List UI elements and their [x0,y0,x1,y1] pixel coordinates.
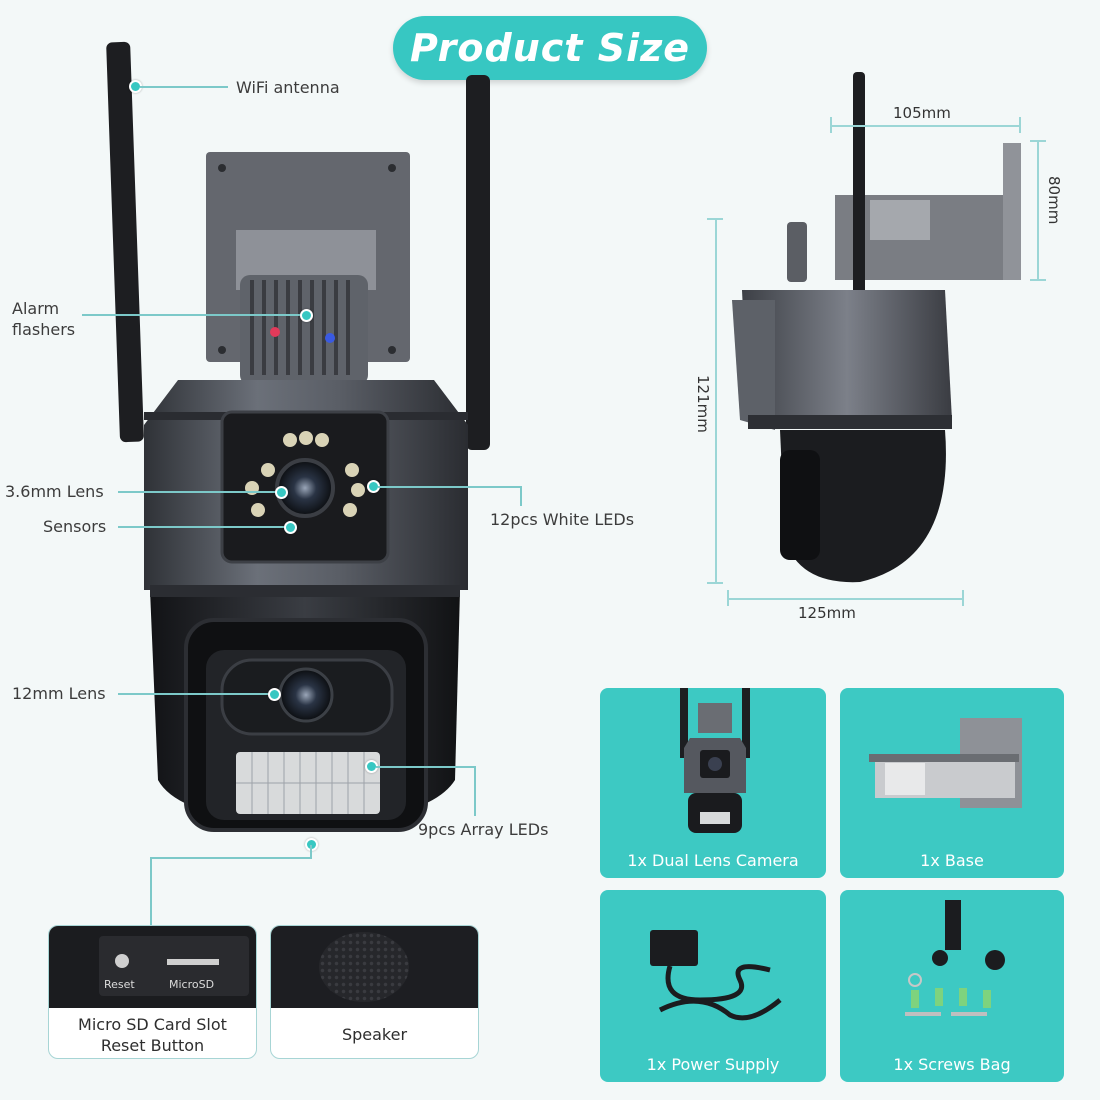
camera-side-illustration [732,72,1021,583]
detail-speaker-text: Speaker [341,1025,408,1044]
speaker-grill-icon [319,932,409,1002]
label-3-6mm-lens: 3.6mm Lens [5,482,104,501]
package-label: 1x Power Supply [646,1055,780,1074]
package-label: 1x Dual Lens Camera [627,851,799,870]
package-label: 1x Screws Bag [893,1055,1011,1074]
dimension-height-body: 121mm [694,375,712,433]
dimension-tick [1019,117,1021,133]
package-card-camera: 1x Dual Lens Camera [600,688,826,878]
dimension-width-bottom: 125mm [798,604,856,622]
dimension-height-bracket: 80mm [1045,176,1063,225]
callout-line [520,486,522,506]
dimension-tick [1030,279,1046,281]
screws-bag-thumbnail [905,900,1005,1016]
dimension-tick [707,582,723,584]
callout-dot [305,838,318,851]
reset-hole-icon [115,954,129,968]
callout-line [118,491,278,493]
microsd-caption: MicroSD [169,978,215,991]
callout-line [376,766,476,768]
callout-dot [284,521,297,534]
callout-line [118,526,286,528]
callout-line [150,857,152,927]
package-card-screws: 1x Screws Bag [840,890,1064,1082]
callout-line [474,766,476,816]
title-pill: Product Size [393,16,707,80]
label-white-leds: 12pcs White LEDs [490,510,635,529]
detail-card-speaker: Speaker [270,925,479,1059]
callout-line [140,86,228,88]
detail-card-sd-slot: Reset MicroSD Micro SD Card Slot Reset B… [48,925,257,1059]
callout-line [82,314,304,316]
callout-line [118,693,270,695]
label-array-leds: 9pcs Array LEDs [418,820,549,839]
reset-caption: Reset [104,978,135,991]
camera-front-illustration [106,41,490,832]
callout-dot [300,309,313,322]
callout-dot [268,688,281,701]
dimension-tick [962,590,964,606]
camera-thumbnail [680,688,750,833]
dimension-line [727,598,963,600]
dimension-line [830,125,1020,127]
detail-sd-text: Micro SD Card Slot Reset Button [78,1015,227,1055]
dimension-tick [707,218,723,220]
base-thumbnail [869,718,1022,808]
dimension-line [1037,140,1039,280]
package-card-base: 1x Base [840,688,1064,878]
callout-line [150,857,312,859]
callout-line [310,845,312,857]
dimension-line [715,218,717,583]
sd-slot-photo: Reset MicroSD [49,926,256,1008]
package-card-power: 1x Power Supply [600,890,826,1082]
dimension-tick [830,117,832,133]
dimension-tick [727,590,729,606]
package-label: 1x Base [920,851,984,870]
page-title: Product Size [410,26,690,70]
label-alarm-flashers: Alarm flashers [12,299,76,339]
label-12mm-lens: 12mm Lens [12,684,106,703]
label-sensors: Sensors [43,517,107,536]
dimension-width-top: 105mm [893,104,951,122]
power-supply-thumbnail [650,930,782,1021]
speaker-photo [271,926,478,1008]
callout-line [378,486,521,488]
callout-dot [275,486,288,499]
dimension-tick [1030,140,1046,142]
microsd-slot-icon [167,959,219,965]
label-wifi-antenna: WiFi antenna [236,78,340,97]
